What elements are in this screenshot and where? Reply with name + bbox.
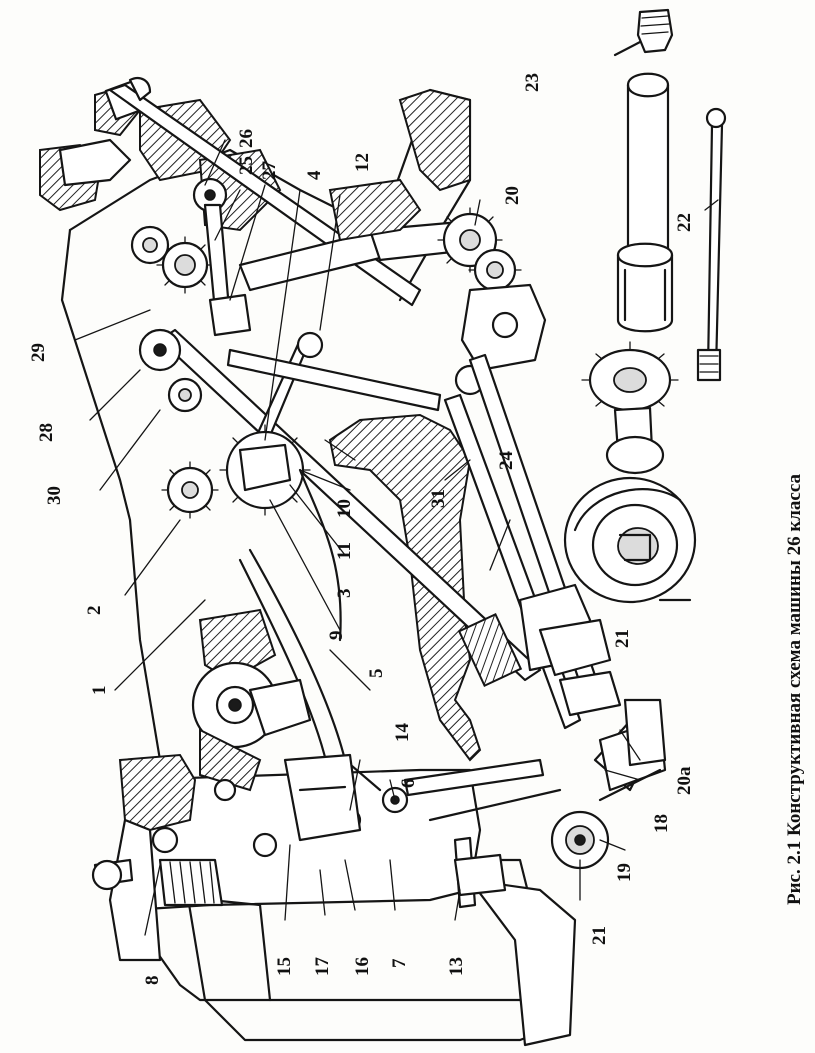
callout-15: 15	[274, 957, 295, 976]
callout-20a: 20a	[674, 766, 695, 795]
callout-12: 12	[352, 153, 373, 172]
callout-3: 3	[334, 589, 355, 599]
exploded-parts	[563, 8, 727, 604]
callout-20: 20	[502, 186, 523, 205]
callout-24: 24	[496, 451, 517, 471]
callout-4: 4	[304, 170, 325, 180]
callout-7: 7	[389, 958, 410, 968]
lower-right-mechanism	[457, 583, 667, 870]
callout-9: 9	[326, 631, 347, 641]
callout-22: 22	[674, 213, 695, 232]
callout-27: 27	[259, 161, 280, 181]
callout-23: 23	[522, 73, 543, 92]
callout-11: 11	[334, 542, 355, 560]
central-shafts	[91, 328, 602, 909]
callout-14: 14	[392, 723, 413, 743]
figure-caption: Рис. 2.1 Конструктивная схема машины 26 …	[784, 473, 805, 905]
callout-28: 28	[36, 423, 57, 442]
callout-leaders	[74, 139, 719, 936]
callout-30: 30	[44, 486, 65, 505]
callout-8: 8	[142, 976, 163, 986]
callout-25: 25	[236, 156, 257, 175]
callout-21-upper: 21	[612, 629, 633, 648]
callout-13: 13	[446, 957, 467, 976]
callout-18: 18	[651, 814, 672, 833]
callout-19: 19	[614, 863, 635, 882]
callout-2: 2	[84, 606, 105, 616]
callout-31: 31	[428, 489, 449, 508]
callout-29: 29	[28, 343, 49, 362]
callout-21-lower: 21	[589, 926, 610, 945]
callout-labels: 26 25 27 4 12 20 23 22 29 28 30 2 1 9 3 …	[28, 73, 695, 985]
callout-6: 6	[398, 779, 419, 789]
callout-17: 17	[312, 957, 333, 977]
callout-1: 1	[89, 686, 110, 696]
callout-26: 26	[236, 129, 257, 148]
callout-16: 16	[352, 957, 373, 976]
callout-5: 5	[366, 669, 387, 679]
callout-10: 10	[334, 499, 355, 518]
